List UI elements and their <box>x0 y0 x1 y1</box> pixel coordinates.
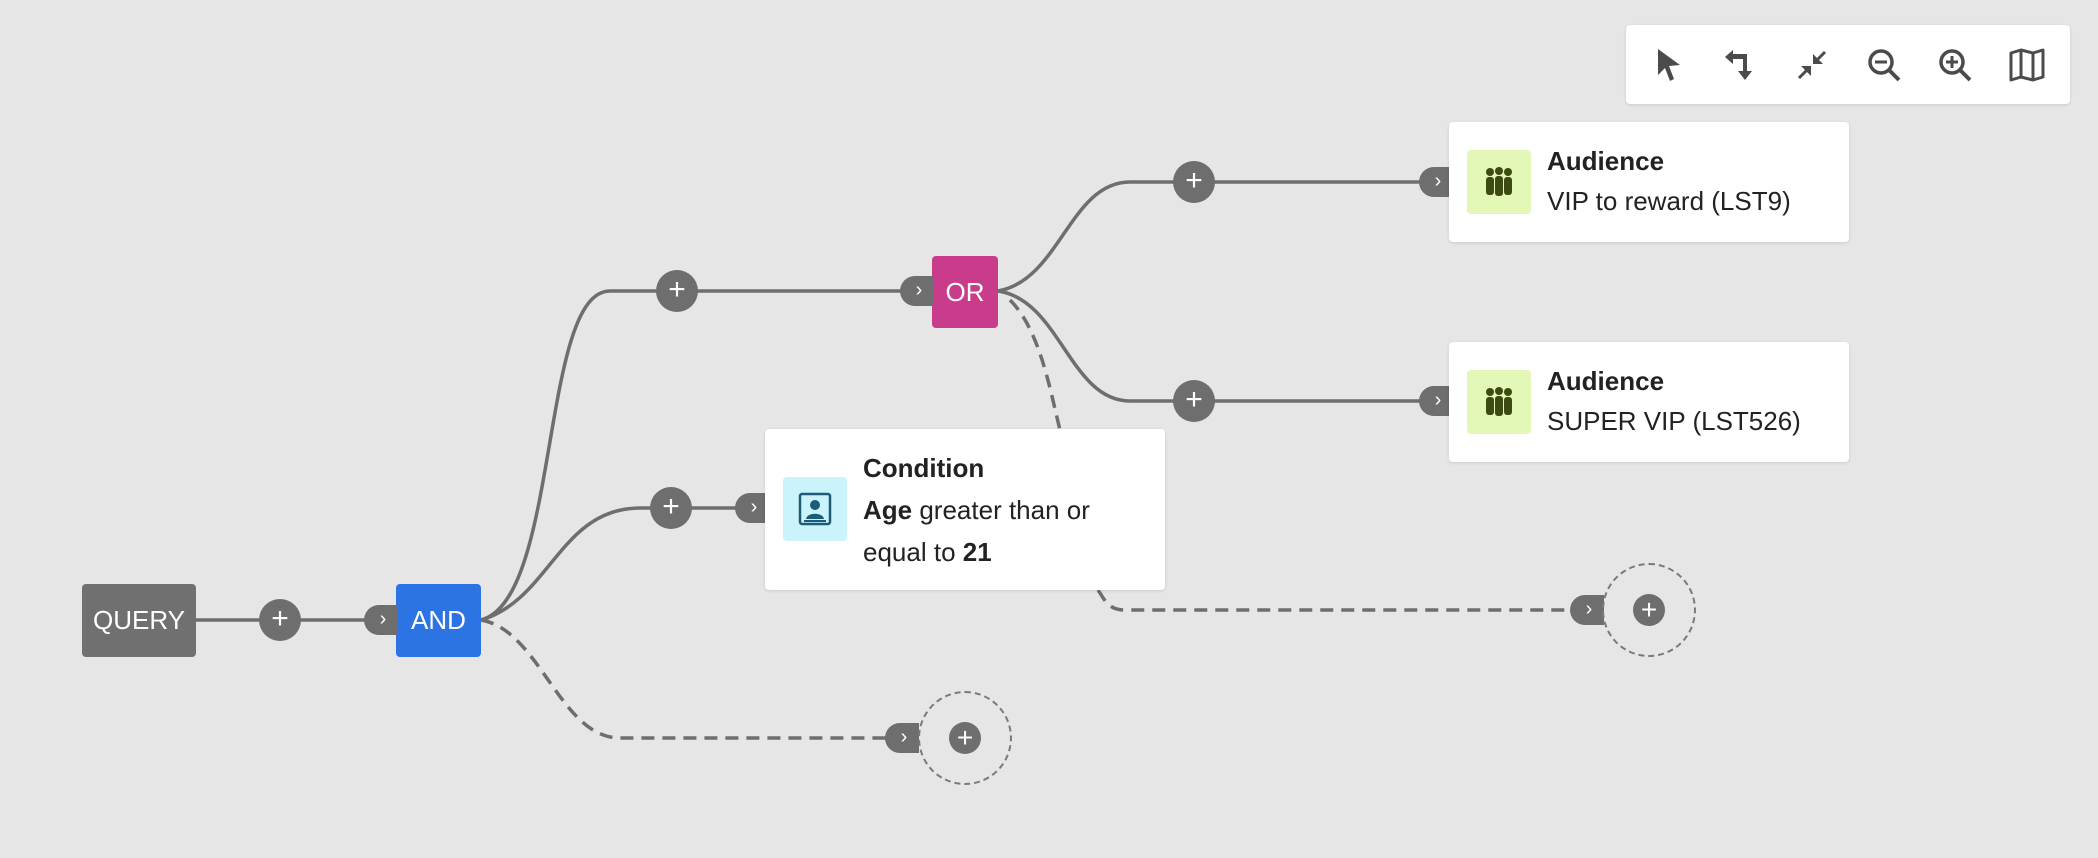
flip-arrows-icon <box>1724 49 1752 80</box>
edge-or-placeholder-lower <box>1096 588 1602 612</box>
or-node-label: OR <box>945 276 985 307</box>
condition-operator: greater than or equal to <box>863 495 1090 567</box>
input-port: › <box>1570 595 1604 625</box>
chevron-right-icon: › <box>379 608 387 630</box>
plus-icon: + <box>668 273 686 306</box>
zoom-in-tool-button[interactable] <box>1930 40 1980 90</box>
zoom-in-icon <box>1939 48 1972 81</box>
chevron-right-icon: › <box>750 496 758 518</box>
chevron-right-icon: › <box>915 279 923 301</box>
add-node-button[interactable]: + <box>656 270 698 312</box>
profile-icon <box>783 477 847 541</box>
edge-and-or <box>480 289 932 622</box>
condition-card[interactable]: Condition Age greater than or equal to 2… <box>765 429 1165 590</box>
edge-or-audience1 <box>997 180 1449 293</box>
add-node-button[interactable]: + <box>1173 161 1215 203</box>
plus-icon: + <box>1185 383 1203 416</box>
audience-card[interactable]: Audience SUPER VIP (LST526) <box>1449 342 1849 462</box>
condition-expression: Age greater than or equal to 21 <box>863 489 1153 573</box>
chevron-right-icon: › <box>1585 598 1593 620</box>
input-port: › <box>885 723 919 753</box>
audience-card[interactable]: Audience VIP to reward (LST9) <box>1449 122 1849 242</box>
add-node-button[interactable]: + <box>259 599 301 641</box>
query-node[interactable]: QUERY <box>82 584 196 657</box>
audience-icon <box>1467 150 1531 214</box>
and-node[interactable]: AND <box>396 584 481 657</box>
select-tool-button[interactable] <box>1644 40 1694 90</box>
map-tool-button[interactable] <box>2002 40 2052 90</box>
plus-circle-icon: + <box>1633 594 1665 626</box>
pointer-icon <box>1658 48 1680 81</box>
add-placeholder-button[interactable]: + <box>1602 563 1696 657</box>
plus-circle-icon: + <box>949 722 981 754</box>
input-port: › <box>1419 386 1453 416</box>
zoom-out-tool-button[interactable] <box>1859 40 1909 90</box>
plus-icon: + <box>271 602 289 635</box>
condition-attribute: Age <box>863 495 913 525</box>
edge-and-placeholder <box>480 618 918 740</box>
zoom-out-icon <box>1868 48 1901 81</box>
reorient-tool-button[interactable] <box>1716 40 1766 90</box>
audience-title: Audience <box>1547 366 1665 396</box>
map-icon <box>2009 48 2045 81</box>
input-port: › <box>900 276 934 306</box>
chevron-right-icon: › <box>900 726 908 748</box>
audience-icon <box>1467 370 1531 434</box>
audience-title: Audience <box>1547 146 1665 176</box>
condition-value: 21 <box>962 537 992 567</box>
chevron-right-icon: › <box>1434 170 1442 192</box>
audience-value: SUPER VIP (LST526) <box>1547 406 1801 436</box>
add-node-button[interactable]: + <box>1173 380 1215 422</box>
add-placeholder-button[interactable]: + <box>918 691 1012 785</box>
and-node-label: AND <box>411 605 466 635</box>
canvas-toolbar <box>1626 25 2070 104</box>
input-port: › <box>735 493 769 523</box>
or-node[interactable]: OR <box>932 256 998 328</box>
edge-or-audience2 <box>997 289 1449 403</box>
edge-and-condition <box>480 506 765 622</box>
plus-icon: + <box>1185 164 1203 197</box>
condition-title: Condition <box>863 453 985 483</box>
input-port: › <box>364 605 398 635</box>
edge-or-placeholder <box>1008 298 1062 431</box>
query-node-label: QUERY <box>93 605 185 635</box>
input-port: › <box>1419 167 1453 197</box>
add-node-button[interactable]: + <box>650 487 692 529</box>
plus-icon: + <box>662 490 680 523</box>
audience-value: VIP to reward (LST9) <box>1547 186 1791 216</box>
chevron-right-icon: › <box>1434 389 1442 411</box>
collapse-tool-button[interactable] <box>1787 40 1837 90</box>
collapse-arrows-icon <box>1798 50 1827 79</box>
